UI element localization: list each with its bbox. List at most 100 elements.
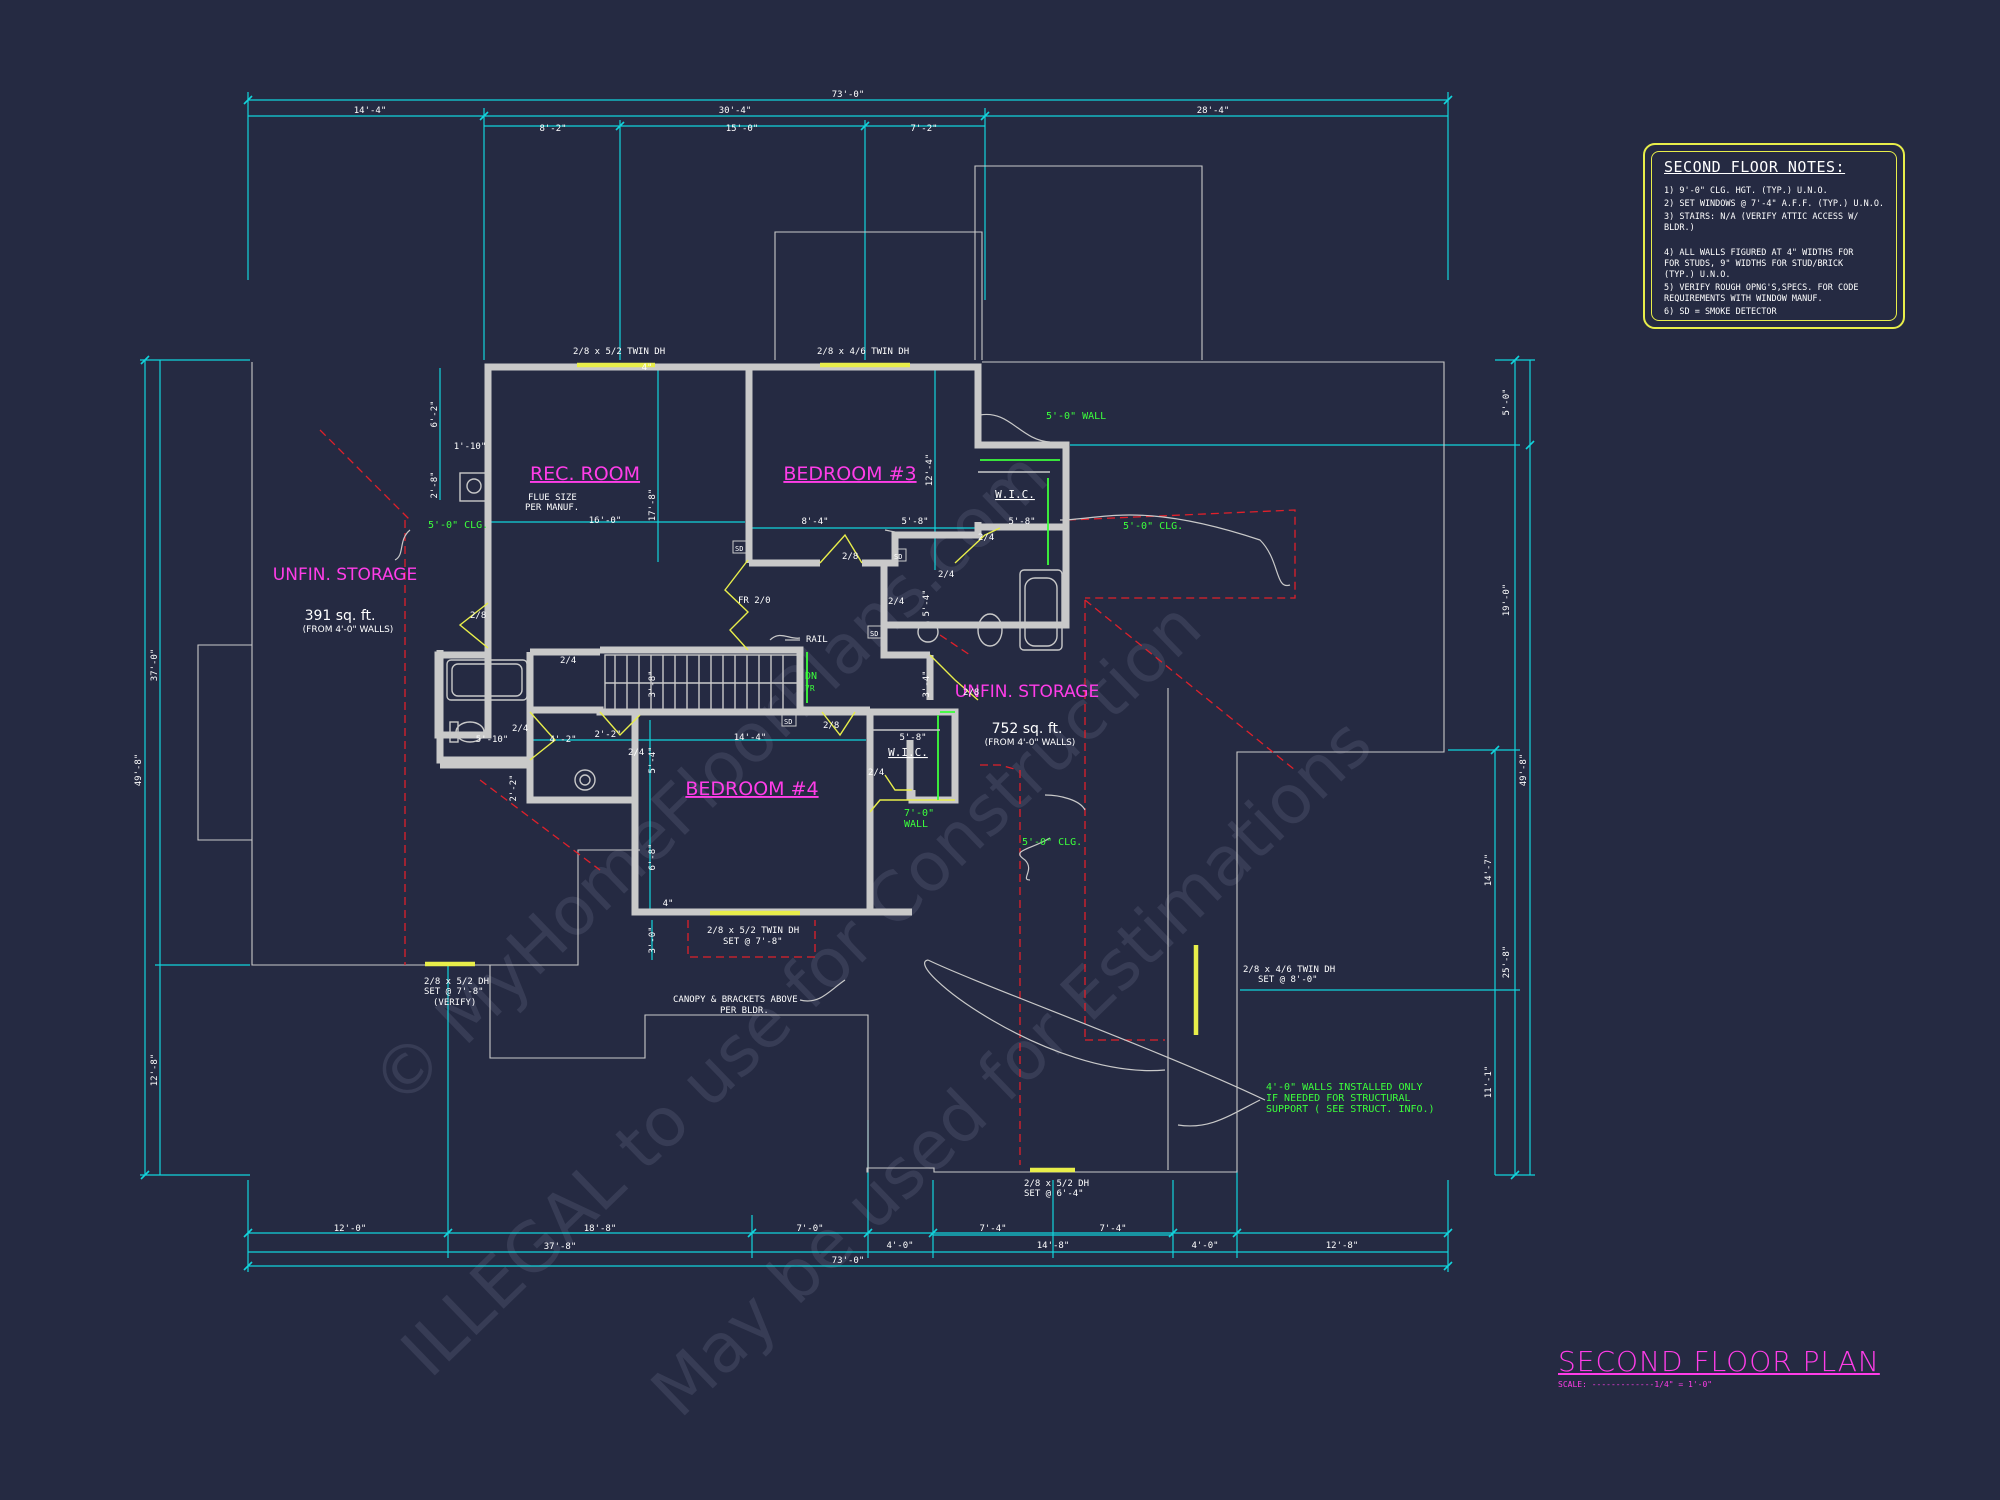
dim-label: 18'-8" — [584, 1224, 617, 1234]
room-label-bedroom-3: BEDROOM #3 — [783, 463, 916, 485]
window-label: 2/8 x 5/2 DH — [1024, 1179, 1089, 1189]
door-swings — [458, 527, 1001, 813]
dim-label: 4'-0" — [1191, 1241, 1218, 1251]
note-item: 5) VERIFY ROUGH OPNG'S,SPECS. FOR CODE R… — [1664, 283, 1859, 304]
dim-label: 28'-4" — [1197, 106, 1230, 116]
roof-outline — [197, 165, 1445, 1173]
ceiling-note: 5'-0" CLG. — [1022, 837, 1082, 848]
leader-lines — [394, 413, 1291, 1127]
dim-label: 37'-8" — [544, 1242, 577, 1252]
window-label: SET @ 8'-0" — [1258, 975, 1318, 985]
window-label: SET @ 6'-4" — [1024, 1189, 1084, 1199]
notes-inner-border: SECOND FLOOR NOTES: 1) 9'-0" CLG. HGT. (… — [1651, 151, 1897, 321]
wall-markers — [806, 459, 1060, 800]
area-labels: 391 sq. ft. (FROM 4'-0" WALLS) 752 sq. f… — [303, 608, 1076, 748]
dim-label: 7'-2" — [910, 124, 937, 134]
fr-label: FR 2/0 — [738, 596, 771, 606]
dim-label: 4'-0" — [886, 1241, 913, 1251]
dim-label: 5'-4" — [648, 746, 658, 773]
dim-label: 16'-0" — [589, 516, 622, 526]
window-label: (VERIFY) — [433, 998, 476, 1008]
rail-label: RAIL — [806, 635, 828, 645]
dimension-ticks — [140, 95, 1535, 1271]
dim-label: 12'-0" — [334, 1224, 367, 1234]
dim-label: 12'-4" — [925, 454, 935, 487]
room-labels: REC. ROOM BEDROOM #3 BEDROOM #4 — [530, 463, 917, 800]
fixtures — [446, 471, 1063, 791]
door-size: 2/4 — [978, 533, 994, 543]
dim-label: 3'-8" — [648, 670, 658, 697]
smoke-detectors — [732, 540, 907, 727]
storage-label-left: UNFIN. STORAGE — [273, 565, 417, 585]
dim-label: 25'-8" — [1502, 946, 1512, 979]
dim-label: 2'-2" — [509, 774, 519, 801]
window-label: SET @ 7'-8" — [424, 987, 484, 997]
door-size: 2/8 — [823, 721, 839, 731]
dim-label: 5'-8" — [899, 733, 926, 743]
green-notes: 5'-0" WALL 5'-0" CLG. 5'-0" CLG. 5'-0" C… — [428, 411, 1435, 1115]
sd-label: SD — [870, 630, 878, 638]
dim-label: 3'-4" — [922, 670, 932, 697]
note-item: 1) 9'-0" CLG. HGT. (TYP.) U.N.O. — [1664, 186, 1828, 196]
dim-label: 12'-8" — [1326, 1241, 1359, 1251]
dim-label: 2'-8" — [430, 471, 440, 498]
area-left: 391 sq. ft. — [305, 608, 376, 624]
window-label: 2/8 x 4/6 TWIN DH — [817, 347, 909, 357]
dim-label: 30'-4" — [719, 106, 752, 116]
area-right-note: (FROM 4'-0" WALLS) — [985, 738, 1076, 748]
drawing-title-block: SECOND FLOOR PLAN SCALE: -------------1/… — [1558, 1345, 1880, 1389]
room-label-bedroom-4: BEDROOM #4 — [685, 778, 818, 800]
window-label: 2/8 x 5/2 TWIN DH — [573, 347, 665, 357]
struct-note: 4'-0" WALLS INSTALLED ONLY — [1266, 1082, 1423, 1093]
door-size: 2/4 — [560, 656, 576, 666]
dim-label: 49'-8" — [134, 754, 144, 787]
plan-scale: SCALE: -------------1/4" = 1'-0" — [1558, 1380, 1713, 1389]
wic-label: W.I.C. — [888, 746, 928, 759]
window-label: 2/8 x 5/2 TWIN DH — [707, 926, 799, 936]
notes-title: SECOND FLOOR NOTES: — [1664, 158, 1846, 176]
walls — [434, 363, 1070, 916]
dim-label: 11'-1" — [1484, 1066, 1494, 1099]
dim-label: 7'-0" — [796, 1224, 823, 1234]
dim-label: 4'-2" — [549, 735, 576, 745]
dim-label: 17'-8" — [648, 489, 658, 522]
door-size: 2/4 — [628, 748, 644, 758]
dim-label: 14'-8" — [1037, 1241, 1070, 1251]
window-label: 2/8 x 4/6 TWIN DH — [1243, 965, 1335, 975]
door-size: 2/4 — [868, 768, 884, 778]
canopy-label: CANOPY & BRACKETS ABOVE — [673, 995, 798, 1005]
dn-note: 7R — [805, 684, 815, 693]
sd-label: SD — [784, 718, 792, 726]
storage-label-right: UNFIN. STORAGE — [955, 682, 1099, 702]
door-size: 2/8 — [842, 552, 858, 562]
door-size: 2/4 — [512, 724, 528, 734]
ceiling-note: 5'-0" CLG. — [1123, 521, 1183, 532]
dim-label: 3'-0" — [648, 926, 658, 953]
dim-label: 7'-4" — [979, 1224, 1006, 1234]
room-label-rec-room: REC. ROOM — [530, 463, 640, 485]
struct-note: SUPPORT ( SEE STRUCT. INFO.) — [1266, 1104, 1435, 1115]
area-left-note: (FROM 4'-0" WALLS) — [303, 625, 394, 635]
wall-note: WALL — [904, 819, 928, 830]
note-item: 6) SD = SMOKE DETECTOR — [1664, 307, 1777, 317]
dim-label: 4" — [642, 363, 653, 373]
ceiling-lines — [319, 429, 1296, 1165]
dim-label: 7'-4" — [1099, 1224, 1126, 1234]
dim-label: 15'-0" — [726, 124, 759, 134]
dim-label: 8'-2" — [539, 124, 566, 134]
dim-label: 6'-8" — [648, 843, 658, 870]
plan-notes: 2/8 x 5/2 TWIN DH 2/8 x 4/6 TWIN DH FLUE… — [424, 347, 1335, 1199]
sd-label: SD — [894, 553, 902, 561]
dim-label: 6'-2" — [430, 400, 440, 427]
struct-note: IF NEEDED FOR STRUCTURAL — [1266, 1093, 1411, 1104]
plan-title: SECOND FLOOR PLAN — [1558, 1345, 1880, 1378]
second-floor-notes-panel: SECOND FLOOR NOTES: 1) 9'-0" CLG. HGT. (… — [1643, 143, 1905, 329]
note-item: 4) ALL WALLS FIGURED AT 4" WIDTHS FOR FO… — [1664, 248, 1854, 280]
door-size: 2/8 — [470, 611, 486, 621]
dim-label: 1'-10" — [454, 442, 487, 452]
dim-label: 2'-2" — [594, 730, 621, 740]
notes-list: 1) 9'-0" CLG. HGT. (TYP.) U.N.O. 2) SET … — [1664, 186, 1890, 320]
dimension-text: 73'-0" 14'-4" 30'-4" 28'-4" 8'-2" 15'-0"… — [334, 90, 1359, 1266]
dn-note: DN — [805, 671, 817, 682]
